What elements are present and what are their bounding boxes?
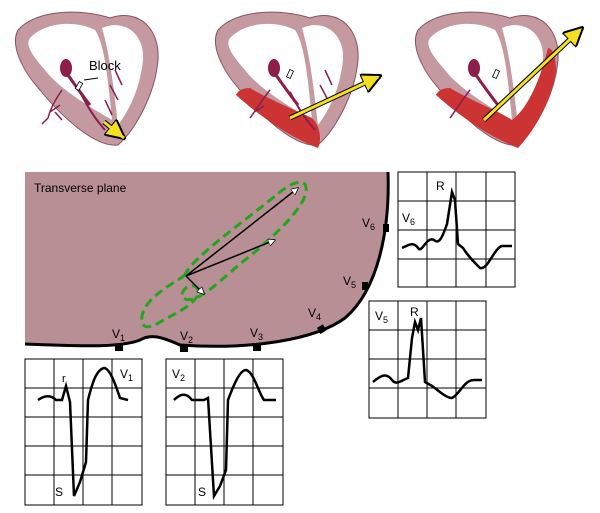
ecg-box-v1: V1 r S — [24, 358, 143, 506]
ecg-trace-v5 — [372, 317, 482, 400]
r-wave-label-v5: R — [410, 305, 419, 319]
activation-arrow-2 — [289, 75, 379, 120]
electrode-v1 — [115, 345, 123, 351]
electrode-v3 — [253, 345, 261, 351]
lead-label-v4: V4 — [308, 306, 321, 322]
block-label: Block — [89, 58, 121, 73]
sa-node — [60, 59, 72, 77]
lead-label-v6: V6 — [362, 216, 375, 232]
ecg-trace-v2 — [173, 368, 276, 501]
lead-label-v1: V1 — [112, 327, 125, 343]
r-wave-label-v1: r — [62, 373, 66, 385]
ecg-label-v1: V1 — [120, 367, 133, 383]
heart-panel-3 — [414, 11, 582, 148]
heart-panel-1: Block — [14, 11, 159, 146]
s-wave-label-v1: S — [55, 485, 63, 499]
vector-arrow-mid — [185, 240, 275, 277]
block-marker — [74, 80, 84, 92]
vector-arrow-initial — [185, 275, 204, 294]
ecg-label-v5: V5 — [375, 309, 388, 325]
electrode-v5 — [362, 282, 368, 290]
lead-label-v5: V5 — [343, 274, 356, 290]
electrode-v2 — [180, 346, 188, 352]
ecg-trace-v1 — [37, 366, 129, 497]
activated-region-3 — [436, 48, 556, 148]
activation-arrow-3 — [482, 28, 582, 122]
s-wave-label-v2: S — [198, 485, 206, 499]
transverse-plane: Transverse plane V1 V2 V3 V4 V5 V6 — [24, 171, 390, 352]
ecg-label-v2: V2 — [172, 367, 185, 383]
vector-loop — [140, 180, 308, 329]
plane-label: Transverse plane — [34, 181, 127, 195]
vector-arrow-main — [185, 188, 298, 277]
ecg-box-v6: V6 R — [397, 171, 516, 288]
activated-region-2 — [236, 88, 320, 148]
electrode-v6 — [383, 224, 389, 232]
lead-label-v2: V2 — [180, 329, 193, 345]
heart-panel-2 — [214, 11, 380, 148]
ecg-trace-v6 — [401, 187, 512, 270]
ecg-box-v5: V5 R — [368, 300, 487, 419]
ecg-box-v2: V2 S — [165, 358, 284, 506]
activation-arrow-1 — [103, 120, 125, 140]
ecg-label-v6: V6 — [402, 211, 415, 227]
chest-wall-outline — [24, 171, 390, 348]
r-wave-label-v6: R — [436, 179, 445, 193]
electrode-v4 — [316, 324, 327, 334]
lead-label-v3: V3 — [250, 326, 263, 342]
